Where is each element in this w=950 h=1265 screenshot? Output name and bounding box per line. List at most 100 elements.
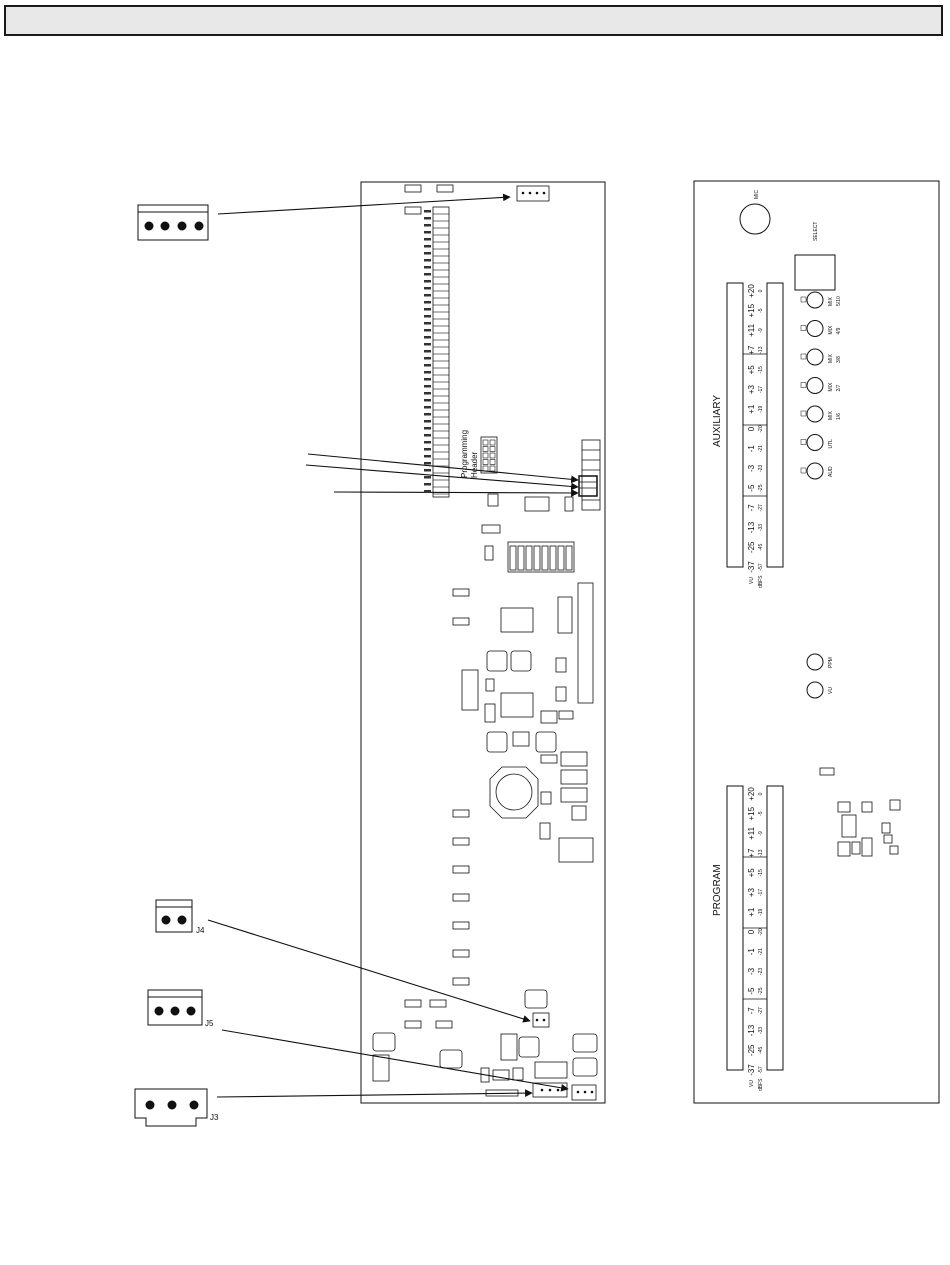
scale-top-label: -7 xyxy=(747,1007,756,1015)
prog-header-pin xyxy=(482,465,489,472)
button-led xyxy=(800,296,807,303)
strip-pin-mark xyxy=(424,266,431,269)
strip-pin-mark xyxy=(424,378,431,381)
scale-bottom-label: -15 xyxy=(758,366,764,373)
mix-button-label: MIX xyxy=(828,382,834,392)
strip-pin-mark xyxy=(424,364,431,367)
connection-arrows xyxy=(207,193,579,1098)
strip-pin-mark xyxy=(424,224,431,227)
scale-bottom-label: -23 xyxy=(758,968,764,975)
scale-top-label: +11 xyxy=(747,323,756,337)
connector-j5 xyxy=(147,989,203,1026)
scale-top-label: +1 xyxy=(747,404,756,414)
scale-bottom-label: -33 xyxy=(758,1027,764,1034)
mic-label: MIC xyxy=(754,189,760,199)
strip-pin-mark xyxy=(424,210,431,213)
scale-bottom-label: -9 xyxy=(758,831,764,836)
scale-top-label: +15 xyxy=(747,303,756,317)
j5-label: J5 xyxy=(205,1019,214,1028)
j3-label: J3 xyxy=(210,1113,219,1122)
scale-bottom-label: -19 xyxy=(758,908,764,915)
prog-header-pin xyxy=(489,439,496,446)
button-led xyxy=(800,410,807,417)
scale-top-label: -5 xyxy=(747,484,756,492)
header-strip xyxy=(424,206,450,498)
scale-bottom-label: 0 xyxy=(758,792,764,795)
strip-pin-mark xyxy=(424,322,431,325)
scale-bottom-label: -19 xyxy=(758,405,764,412)
connector-j3 xyxy=(134,1088,208,1127)
prog-header-pin xyxy=(482,459,489,465)
scale-top-label: +7 xyxy=(747,345,756,355)
scale-top-label: -1 xyxy=(747,948,756,956)
strip-pin-mark xyxy=(424,385,431,388)
resistor-array xyxy=(557,545,565,571)
scale-top-label: 0 xyxy=(747,929,756,934)
scale-top-label: -37 xyxy=(747,561,756,573)
aux-dbfs-label: dBFS xyxy=(758,575,764,588)
strip-pin-mark xyxy=(424,238,431,241)
scale-bottom-label: -27 xyxy=(758,1007,764,1014)
scale-top-label: -13 xyxy=(747,521,756,533)
board-smd-part xyxy=(452,921,470,930)
board-smd-part xyxy=(452,809,470,818)
resistor-array xyxy=(509,545,517,571)
scale-bottom-label: -20 xyxy=(758,425,764,432)
scale-top-label: +15 xyxy=(747,806,756,820)
scale-top-label: -3 xyxy=(747,464,756,472)
scale-bottom-label: -21 xyxy=(758,948,764,955)
resistor-array xyxy=(565,545,573,571)
scale-top-label: -7 xyxy=(747,504,756,512)
scale-bottom-label: -27 xyxy=(758,504,764,511)
strip-pin-mark xyxy=(424,406,431,409)
strip-pin-mark xyxy=(424,476,431,479)
dip-switch-block xyxy=(578,439,601,511)
strip-pin-mark xyxy=(424,357,431,360)
scale-top-label: +5 xyxy=(747,365,756,375)
scale-top-label: +20 xyxy=(747,787,756,801)
scale-bottom-label: -25 xyxy=(758,484,764,491)
resistor-array xyxy=(549,545,557,571)
strip-pin-mark xyxy=(424,329,431,332)
scale-bottom-label: -20 xyxy=(758,928,764,935)
prog-header-pin xyxy=(489,465,496,472)
mix-button-label: MIX xyxy=(828,296,834,306)
scale-bottom-label: -45 xyxy=(758,1046,764,1053)
button-led xyxy=(800,353,807,360)
strip-pin-mark xyxy=(424,336,431,339)
mix-button-circle xyxy=(806,462,824,480)
prog-header-pin xyxy=(489,459,496,465)
board-smd-part xyxy=(452,617,470,626)
ppm-label: PPM xyxy=(828,657,834,668)
mix-button-sublabel: 1/6 xyxy=(836,413,842,420)
connector-4pin xyxy=(137,204,209,241)
scale-top-label: -1 xyxy=(747,445,756,453)
j4-label: J4 xyxy=(196,926,205,935)
programming-header-label-2: Header xyxy=(470,451,479,478)
scale-top-label: 0 xyxy=(747,426,756,431)
connector-j4 xyxy=(155,899,193,933)
scale-bottom-label: -33 xyxy=(758,524,764,531)
strip-pin-mark xyxy=(424,301,431,304)
resistor-array xyxy=(517,545,525,571)
mix-button-label: AUD xyxy=(828,466,834,477)
header-bar xyxy=(4,5,943,36)
board-smd-part xyxy=(452,837,470,846)
strip-pin-mark xyxy=(424,280,431,283)
scale-top-label: -25 xyxy=(747,1044,756,1056)
strip-pin-mark xyxy=(424,350,431,353)
strip-pin-mark xyxy=(424,469,431,472)
scale-bottom-label: -45 xyxy=(758,543,764,550)
board-smd-part xyxy=(452,977,470,986)
strip-pin-mark xyxy=(424,273,431,276)
vu-button-label: VU xyxy=(828,687,834,694)
mix-button-sublabel: 4/9 xyxy=(836,327,842,334)
strip-pin-mark xyxy=(424,315,431,318)
strip-pin-mark xyxy=(424,462,431,465)
programming-header: Programming Header xyxy=(460,430,498,478)
scale-top-label: -37 xyxy=(747,1064,756,1076)
